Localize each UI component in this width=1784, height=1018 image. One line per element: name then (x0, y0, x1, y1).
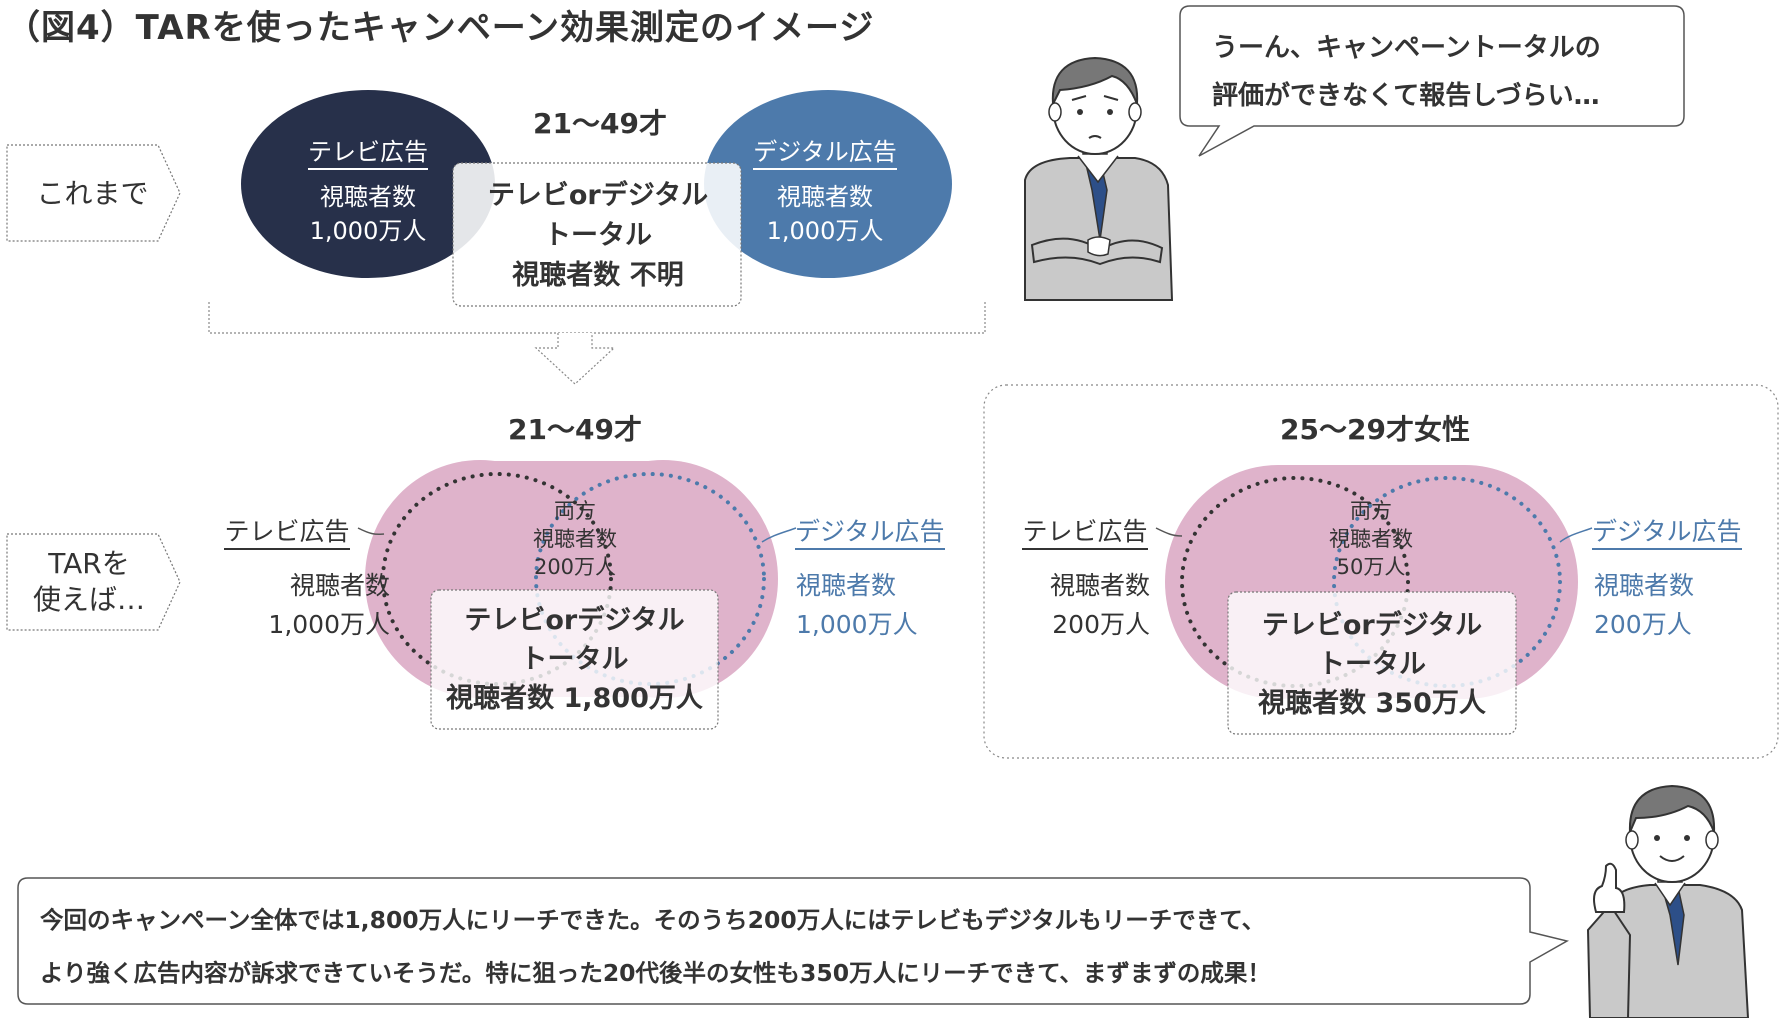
total-right-line3: 視聴者数 350万人 (1258, 688, 1486, 719)
tv-label-left: テレビ広告 (212, 512, 362, 550)
total-left-line1: テレビorデジタル (464, 605, 685, 636)
speech-bubble-bottom (17, 877, 1570, 1005)
digital-dotted-ellipse-right (1332, 476, 1562, 688)
tv-count-left-line1: 視聴者数 (289, 571, 390, 600)
digital-count-left-line2: 1,000万人 (796, 610, 918, 639)
digital-label-right: デジタル広告 (1592, 512, 1772, 550)
digital-count-right: 視聴者数 200万人 (1594, 566, 1754, 644)
tv-label-right: テレビ広告 (1010, 512, 1160, 550)
speech-top-text: うーん、キャンペーントータルの 評価ができなくて報告しづらい… (1212, 24, 1672, 120)
digital-label-right-text: デジタル広告 (1592, 517, 1742, 550)
down-arrow-icon (534, 333, 616, 385)
figure-title: （図4）TARを使ったキャンペーン効果測定のイメージ (6, 8, 875, 48)
total-box-before (452, 162, 742, 307)
digital-count-left: 視聴者数 1,000万人 (796, 566, 966, 644)
total-before: テレビorデジタル トータル 視聴者数 不明 (458, 176, 738, 296)
row-label-after: TARを 使えば… (14, 546, 164, 618)
row-label-before: これまで (36, 177, 149, 210)
speech-bottom-text: 今回のキャンペーン全体では1,800万人にリーチできた。そのうち200万人にはテ… (40, 894, 1530, 1000)
digital-leader-right (1559, 527, 1593, 543)
row-label-before-box (6, 144, 181, 242)
both-left-line1: 両方 (554, 499, 596, 523)
total-left-line2: トータル (520, 644, 629, 675)
digital-count-left-line1: 視聴者数 (796, 571, 897, 600)
speech-bubble-top (1179, 5, 1685, 157)
total-before-line1: テレビorデジタル (487, 180, 709, 211)
digital-label-before-text: デジタル広告 (753, 138, 897, 170)
digital-label-left-text: デジタル広告 (795, 517, 945, 550)
speech-bottom-line2: より強く広告内容が訴求できていそうだ。特に狙った20代後半の女性も350万人にリ… (40, 959, 1271, 987)
both-left-line3: 200万人 (533, 555, 617, 579)
both-right-line1: 両方 (1350, 499, 1392, 523)
tv-count-before-line1: 視聴者数 (320, 183, 416, 211)
total-before-line2: トータル (544, 220, 652, 251)
both-right-line3: 50万人 (1336, 555, 1406, 579)
tv-count-right: 視聴者数 200万人 (1010, 566, 1150, 644)
total-box-right (1227, 591, 1517, 735)
digital-label-before: デジタル広告 (725, 132, 925, 170)
total-right: テレビorデジタル トータル 視聴者数 350万人 (1228, 606, 1516, 723)
age-label-right: 25〜29才女性 (1280, 413, 1470, 446)
row-label-after-box (6, 533, 181, 631)
tv-count-left-line2: 1,000万人 (268, 610, 390, 639)
total-before-line3: 視聴者数 不明 (512, 260, 684, 291)
both-left: 両方 視聴者数 200万人 (505, 497, 645, 581)
tv-count-right-line1: 視聴者数 (1049, 571, 1150, 600)
speech-top-line2: 評価ができなくて報告しづらい… (1212, 81, 1600, 111)
both-right-line2: 視聴者数 (1329, 527, 1413, 551)
digital-label-left: デジタル広告 (795, 512, 975, 550)
digital-count-right-line2: 200万人 (1594, 610, 1692, 639)
tv-ellipse-before (241, 90, 495, 278)
digital-leader-left (761, 527, 797, 543)
age-label-before: 21〜49才 (533, 107, 667, 140)
speech-bottom-line1: 今回のキャンペーン全体では1,800万人にリーチできた。そのうち200万人にはテ… (40, 906, 1266, 934)
tv-label-before-text: テレビ広告 (308, 138, 428, 170)
worried-man-arms-crossed-icon (1024, 56, 1174, 301)
digital-count-before-line1: 視聴者数 (777, 183, 873, 211)
smiling-man-pointing-icon (1586, 784, 1750, 1018)
tv-count-before-line2: 1,000万人 (309, 217, 427, 245)
tv-leader-right (1155, 527, 1183, 537)
tv-leader-left (357, 527, 385, 536)
tv-label-before: テレビ広告 (268, 132, 468, 170)
age-label-left: 21〜49才 (508, 413, 642, 446)
tv-label-right-text: テレビ広告 (1022, 517, 1148, 550)
total-box-left (430, 589, 719, 730)
digital-count-before-line2: 1,000万人 (766, 217, 884, 245)
digital-count-right-line1: 視聴者数 (1594, 571, 1695, 600)
digital-ellipse-before (704, 90, 952, 278)
speech-top-line1: うーん、キャンペーントータルの (1212, 33, 1601, 63)
total-right-line2: トータル (1318, 649, 1426, 680)
bracket (208, 302, 986, 334)
both-left-line2: 視聴者数 (533, 527, 617, 551)
tv-count-left: 視聴者数 1,000万人 (220, 566, 390, 644)
digital-count-before: 視聴者数 1,000万人 (725, 180, 925, 248)
tv-count-before: 視聴者数 1,000万人 (268, 180, 468, 248)
row-label-after-line2: 使えば… (32, 583, 145, 616)
total-left: テレビorデジタル トータル 視聴者数 1,800万人 (431, 601, 718, 718)
row-label-after-line1: TARを (48, 547, 130, 580)
both-right: 両方 視聴者数 50万人 (1301, 497, 1441, 581)
total-left-line3: 視聴者数 1,800万人 (446, 683, 703, 714)
tv-dotted-ellipse-right (1180, 476, 1410, 688)
tv-label-left-text: テレビ広告 (224, 517, 350, 550)
tv-count-right-line2: 200万人 (1052, 610, 1150, 639)
panel-25-29-female (983, 384, 1779, 759)
total-right-line1: テレビorデジタル (1261, 610, 1483, 641)
